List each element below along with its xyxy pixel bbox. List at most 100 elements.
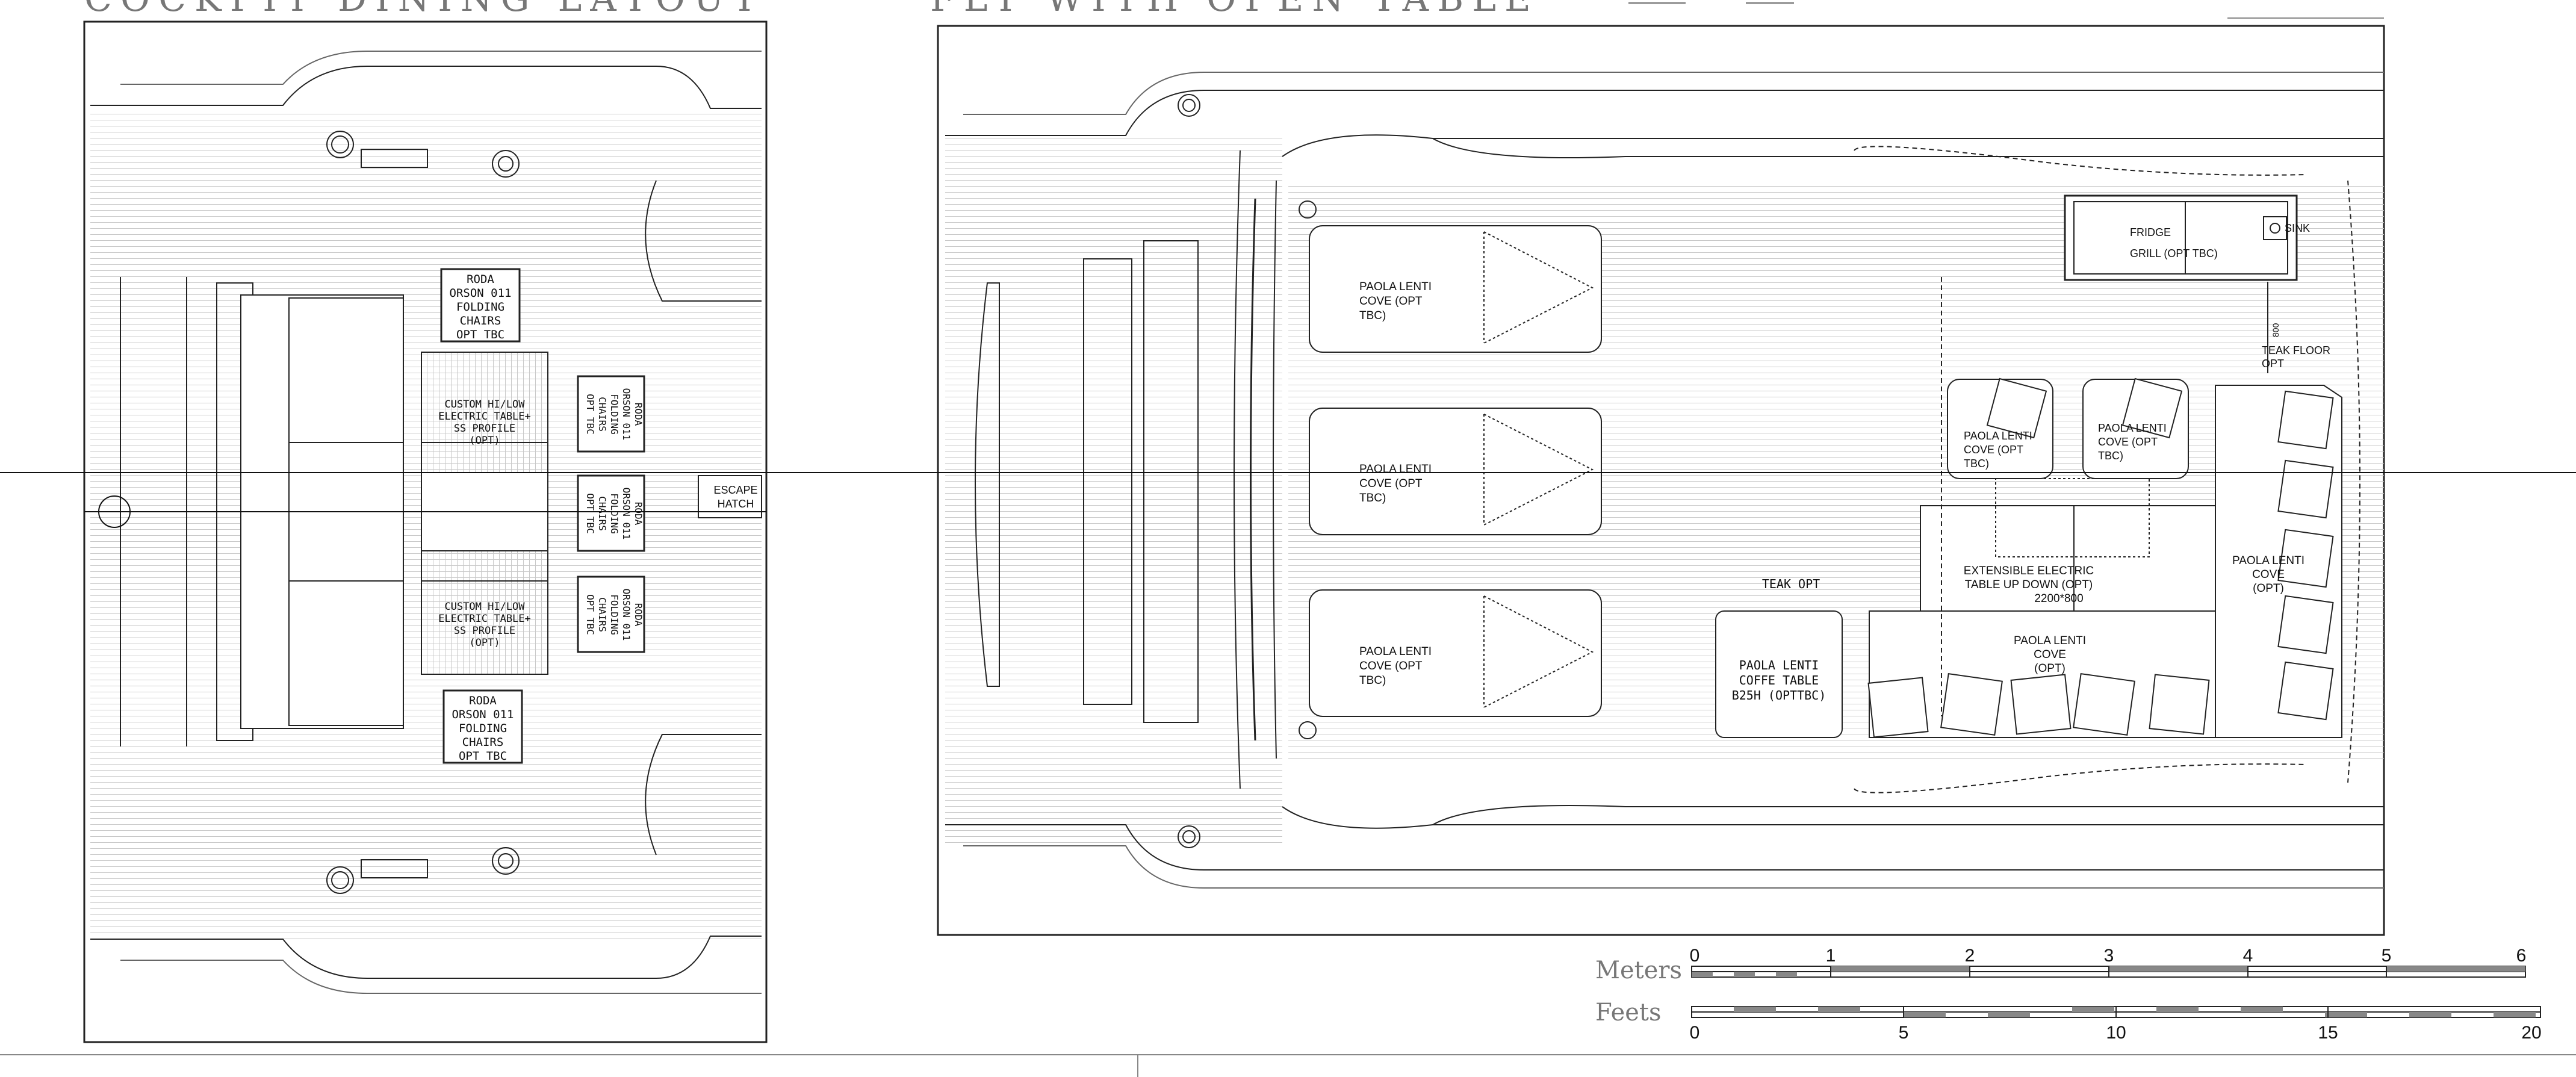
table-label: B25H (OPTTBC) — [1732, 688, 1826, 703]
cushion-label: PAOLA LENTI — [1359, 463, 1432, 476]
chair-label: ORSON 011 — [452, 708, 514, 721]
dining-table-label: EXTENSIBLE ELECTRIC TABLE UP DOWN (OPT) … — [1964, 565, 2094, 605]
feet-tick: 10 — [2106, 1023, 2126, 1043]
sofa-bottom-label: PAOLA LENTI COVE (OPT) — [2014, 635, 2086, 675]
chair-label: CHAIRS — [460, 314, 501, 327]
chair-label: OPT TBC — [585, 493, 596, 533]
table-label: CUSTOM HI/LOW — [444, 399, 525, 411]
chair-label: RODA — [469, 694, 497, 707]
cockpit-chair-bottom: RODA ORSON 011 FOLDING CHAIRS OPT TBC — [452, 694, 514, 763]
chair-label: OPT TBC — [585, 394, 596, 434]
table-label: 2200*800 — [2034, 592, 2083, 605]
cushion-label: COVE — [2252, 568, 2285, 581]
table-label: TABLE UP DOWN (OPT) — [1965, 579, 2093, 591]
cushion-label: COVE (OPT — [2098, 436, 2158, 448]
flybridge-plan: FLY WITH OPEN TABLE — [930, 0, 2385, 936]
teak-opt-label: TEAK OPT — [1762, 577, 1820, 591]
feet-ticks: 0 5 10 15 20 — [1690, 1023, 2542, 1043]
cushion-label: (OPT) — [2034, 662, 2065, 675]
cockpit-chair-side-1: RODA ORSON 011 FOLDING CHAIRS OPT TBC — [585, 388, 644, 441]
feet-scale — [1691, 1006, 2541, 1018]
meter-tick: 6 — [2516, 946, 2527, 966]
table-label: (OPT) — [469, 435, 500, 447]
cockpit-labels: RODA ORSON 011 FOLDING CHAIRS OPT TBC RO… — [438, 273, 757, 763]
table-label: ELECTRIC TABLE+ — [438, 411, 531, 423]
meter-tick: 4 — [2243, 946, 2253, 966]
meter-tick: 2 — [1965, 946, 1975, 966]
meter-tick: 1 — [1826, 946, 1836, 966]
cushion-label: COVE (OPT — [1964, 444, 2023, 456]
table-label: EXTENSIBLE ELECTRIC — [1964, 565, 2094, 577]
meter-tick: 5 — [2382, 946, 2392, 966]
feet-tick: 0 — [1690, 1023, 1700, 1043]
cushion-label: PAOLA LENTI — [2232, 554, 2304, 567]
centre-mark — [98, 495, 131, 528]
scale-bars: Meters Feets 0 1 2 3 4 5 6 — [1595, 946, 2542, 1043]
chair-label: CHAIRS — [597, 397, 608, 432]
sink-label: SINK — [2285, 222, 2310, 234]
cushion-label: PAOLA LENTI — [1359, 645, 1432, 658]
feet-tick: 20 — [2521, 1023, 2541, 1043]
cushion-label: COVE (OPT — [1359, 295, 1423, 308]
fridge-label: FRIDGE — [2130, 226, 2171, 238]
table-label: ELECTRIC TABLE+ — [438, 613, 531, 625]
cushion-label: TBC) — [2098, 450, 2123, 462]
grill-label: GRILL (OPT TBC) — [2130, 247, 2218, 259]
cockpit-chair-top: RODA ORSON 011 FOLDING CHAIRS OPT TBC — [450, 273, 512, 341]
meter-scale — [1691, 966, 2526, 978]
floor-label: OPT — [2262, 358, 2284, 370]
floor-label: TEAK FLOOR — [2262, 344, 2330, 356]
cushion-label: TBC) — [1359, 309, 1386, 322]
flybridge-heading: FLY WITH OPEN TABLE — [930, 0, 1539, 20]
cockpit-plan: COCKPIT DINING LAYOUT — [83, 0, 768, 1043]
cushion-label: TBC) — [1964, 458, 1989, 470]
cushion-label: PAOLA LENTI — [1964, 430, 2032, 442]
meters-label: Meters — [1595, 957, 1682, 984]
cockpit-table-lower: CUSTOM HI/LOW ELECTRIC TABLE+ SS PROFILE… — [438, 601, 531, 649]
feet-tick: 5 — [1899, 1023, 1909, 1043]
chair-label: RODA — [633, 502, 644, 526]
chair-label: ORSON 011 — [621, 488, 632, 540]
hatch-label: HATCH — [718, 498, 754, 510]
table-label: SS PROFILE — [454, 625, 515, 637]
cushion-label: PAOLA LENTI — [2014, 635, 2086, 647]
table-label: CUSTOM HI/LOW — [444, 601, 525, 613]
cockpit-chair-side-2: RODA ORSON 011 FOLDING CHAIRS OPT TBC — [585, 488, 644, 540]
table-label: COFFE TABLE — [1739, 673, 1819, 687]
cockpit-chair-side-3: RODA ORSON 011 FOLDING CHAIRS OPT TBC — [585, 589, 644, 641]
meter-ticks: 0 1 2 3 4 5 6 — [1690, 946, 2527, 966]
teak-floor-label: TEAK FLOOR OPT — [2262, 344, 2330, 370]
sunpad-1-label: PAOLA LENTI COVE (OPT TBC) — [1359, 281, 1432, 322]
chair-label: FOLDING — [609, 594, 620, 635]
cushion-label: (OPT) — [2253, 582, 2284, 595]
chair-label: CHAIRS — [597, 597, 608, 632]
chair-label: CHAIRS — [462, 736, 504, 749]
feets-label: Feets — [1595, 999, 1662, 1026]
table-label: SS PROFILE — [454, 423, 515, 435]
table-label: PAOLA LENTI — [1739, 658, 1819, 672]
chair-label: CHAIRS — [597, 496, 608, 531]
table-label: (OPT) — [469, 637, 500, 649]
flybridge-labels: PAOLA LENTI COVE (OPT TBC) PAOLA LENTI C… — [1359, 222, 2330, 703]
cushion-label: COVE — [2034, 648, 2066, 661]
chair-label: OPT TBC — [456, 328, 504, 341]
chair-label: FOLDING — [609, 493, 620, 533]
cushion-label: PAOLA LENTI — [2098, 422, 2167, 434]
meter-tick: 0 — [1690, 946, 1700, 966]
escape-hatch-label: ESCAPE HATCH — [713, 484, 757, 510]
sofa-right-label: PAOLA LENTI COVE (OPT) — [2232, 554, 2304, 595]
coffee-table-label: PAOLA LENTI COFFE TABLE B25H (OPTTBC) — [1732, 658, 1826, 703]
chair-label: ORSON 011 — [621, 589, 632, 641]
meter-tick: 3 — [2104, 946, 2114, 966]
hatch-label: ESCAPE — [713, 484, 757, 496]
chair-label: ORSON 011 — [621, 388, 632, 441]
cushion-label: PAOLA LENTI — [1359, 281, 1432, 293]
chair-label: FOLDING — [456, 300, 504, 314]
cushion-label: TBC) — [1359, 674, 1386, 687]
teak-floor-dimension: 800 — [2271, 323, 2280, 337]
chair-label: ORSON 011 — [450, 287, 512, 300]
chair-label: RODA — [633, 603, 644, 627]
chair-label: FOLDING — [459, 722, 507, 735]
chair-label: OPT TBC — [585, 594, 596, 635]
lounge-chair-right-label: PAOLA LENTI COVE (OPT TBC) — [2098, 422, 2167, 462]
